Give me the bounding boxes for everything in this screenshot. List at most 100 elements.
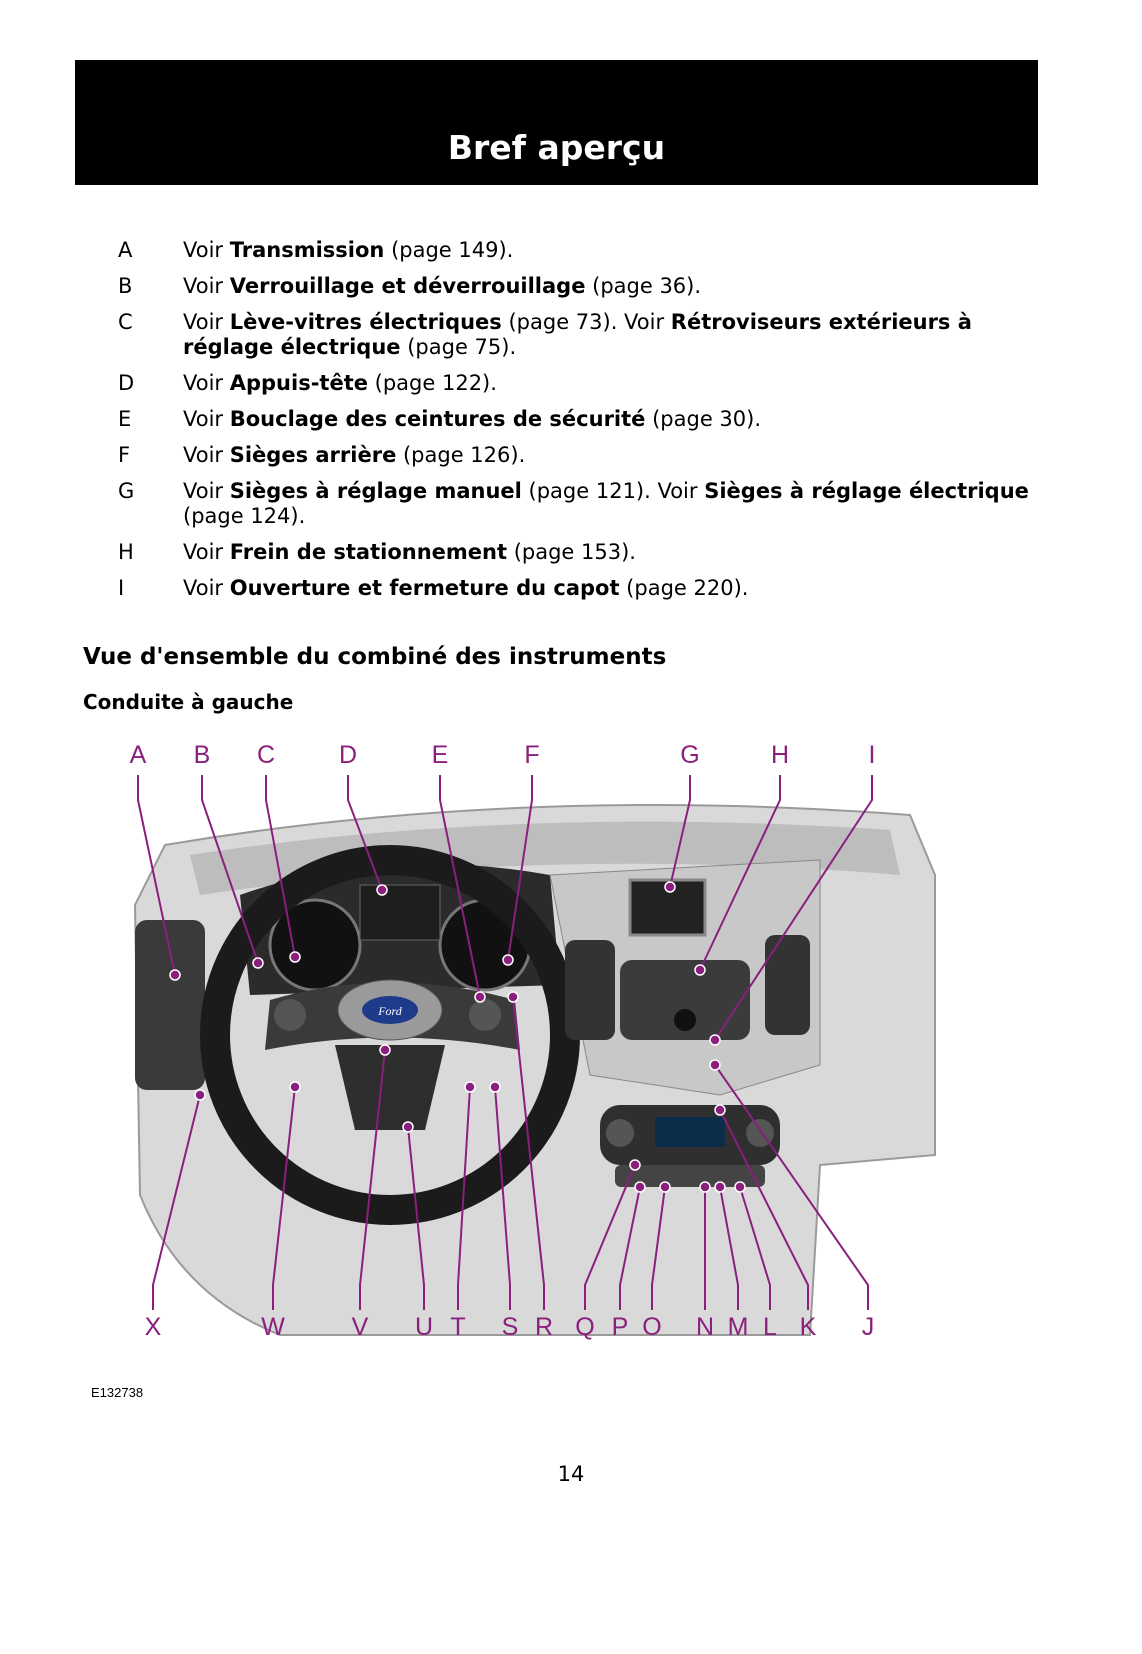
leader-line <box>201 775 259 964</box>
callout-label-o: O <box>642 1313 661 1341</box>
item-text-part: Voir <box>183 371 230 395</box>
leader-line <box>152 1094 201 1310</box>
item-reference-title: Bouclage des ceintures de sécurité <box>229 407 646 431</box>
callout-dot <box>664 881 676 893</box>
item-text: Voir Transmission (page 149). <box>183 238 1038 263</box>
callout-dot <box>169 969 181 981</box>
callout-dot <box>699 1181 711 1193</box>
leader-line <box>719 1186 739 1310</box>
leader-line <box>347 775 383 891</box>
item-text: Voir Bouclage des ceintures de sécurité … <box>183 407 1038 432</box>
item-letter: A <box>118 238 133 262</box>
callout-dot <box>502 954 514 966</box>
leader-line <box>619 1186 641 1310</box>
callout-label-r: R <box>535 1313 553 1341</box>
callout-dot <box>714 1104 726 1116</box>
callout-dot <box>734 1181 746 1193</box>
section-title: Vue d'ensemble du combiné des instrument… <box>83 644 667 670</box>
page-title: Bref aperçu <box>447 128 666 167</box>
leader-line <box>714 1064 869 1310</box>
center-left-vent <box>565 940 615 1040</box>
leader-line <box>584 1164 636 1310</box>
ford-logo-text: Ford <box>377 1004 403 1018</box>
item-reference-title: Transmission <box>229 238 385 262</box>
item-text: Voir Verrouillage et déverrouillage (pag… <box>183 274 1038 299</box>
callout-dot <box>474 991 486 1003</box>
climate-buttons-row <box>615 1165 765 1187</box>
callout-label-j: J <box>862 1313 875 1341</box>
volume-knob <box>674 1009 696 1031</box>
item-text-part: Voir <box>183 310 230 334</box>
item-text-part: (page 73). Voir <box>501 310 671 334</box>
steering-wheel-rim <box>200 845 580 1225</box>
audio-control-panel <box>620 960 750 1040</box>
center-right-vent <box>765 935 810 1035</box>
figure-id: E132738 <box>91 1385 144 1400</box>
callout-dot <box>659 1181 671 1193</box>
right-spoke-controls <box>469 999 501 1031</box>
item-reference-title: Sièges à réglage électrique <box>704 479 1029 503</box>
leader-line <box>507 775 533 961</box>
item-text-part: (page 126). <box>396 443 526 467</box>
callout-dot <box>629 1159 641 1171</box>
callout-label-n: N <box>696 1313 714 1341</box>
leader-line <box>714 775 873 1041</box>
item-letter: D <box>118 371 135 395</box>
callout-label-u: U <box>415 1313 433 1341</box>
header-banner: Bref aperçu <box>75 60 1038 185</box>
leader-line <box>137 775 176 976</box>
list-item: F Voir Sièges arrière (page 126). <box>118 443 1038 468</box>
callout-dot <box>507 991 519 1003</box>
callout-label-d: D <box>339 741 357 769</box>
item-reference-title: Appuis-tête <box>229 371 368 395</box>
callout-dot <box>694 964 706 976</box>
callout-label-a: A <box>130 741 147 769</box>
callout-label-t: T <box>450 1313 465 1341</box>
item-text-part: (page 153). <box>507 540 636 564</box>
ford-logo-oval <box>362 996 418 1024</box>
leader-line <box>512 996 545 1310</box>
item-letter: F <box>118 443 131 467</box>
item-text-part: (page 122). <box>367 371 497 395</box>
item-text-part: Voir <box>183 479 230 503</box>
item-text-part: Voir <box>183 443 230 467</box>
item-letter: C <box>118 310 133 334</box>
leader-line <box>359 1049 386 1310</box>
item-text-part: Voir <box>183 274 230 298</box>
callout-dot <box>709 1059 721 1071</box>
list-item: D Voir Appuis-tête (page 122). <box>118 371 1038 396</box>
item-letter: B <box>118 274 133 298</box>
callout-label-q: Q <box>575 1313 594 1341</box>
item-text-part: (page 36). <box>585 274 702 298</box>
item-reference-title: Verrouillage et déverrouillage <box>229 274 586 298</box>
climate-left-knob <box>606 1119 634 1147</box>
callout-label-e: E <box>432 741 449 769</box>
callout-label-w: W <box>261 1313 285 1341</box>
callout-label-x: X <box>145 1313 162 1341</box>
callout-label-h: H <box>771 741 789 769</box>
leader-line <box>272 1086 296 1310</box>
item-text-part: (page 149). <box>384 238 514 262</box>
leader-line <box>457 1086 471 1310</box>
item-text: Voir Sièges arrière (page 126). <box>183 443 1038 468</box>
callout-label-s: S <box>502 1313 519 1341</box>
item-text-part: Voir <box>183 540 230 564</box>
callout-label-v: V <box>352 1313 369 1341</box>
item-reference-title: Rétroviseurs extérieurs à réglage électr… <box>183 310 972 359</box>
reference-list: A Voir Transmission (page 149). B Voir Verr… <box>118 238 1038 612</box>
callout-label-f: F <box>524 741 539 769</box>
cluster-display <box>359 884 441 941</box>
climate-display <box>655 1117 725 1147</box>
item-text-part: (page 30). <box>645 407 762 431</box>
item-text-part: (page 75). <box>400 335 517 359</box>
item-text: Voir Appuis-tête (page 122). <box>183 371 1038 396</box>
item-text-part: (page 124). <box>183 504 306 528</box>
page-number: 14 <box>557 1462 585 1486</box>
callout-label-i: I <box>869 741 876 769</box>
steering-wheel-lower-spoke <box>335 1045 445 1130</box>
subsection-title: Conduite à gauche <box>83 690 294 714</box>
item-letter: I <box>118 576 125 600</box>
